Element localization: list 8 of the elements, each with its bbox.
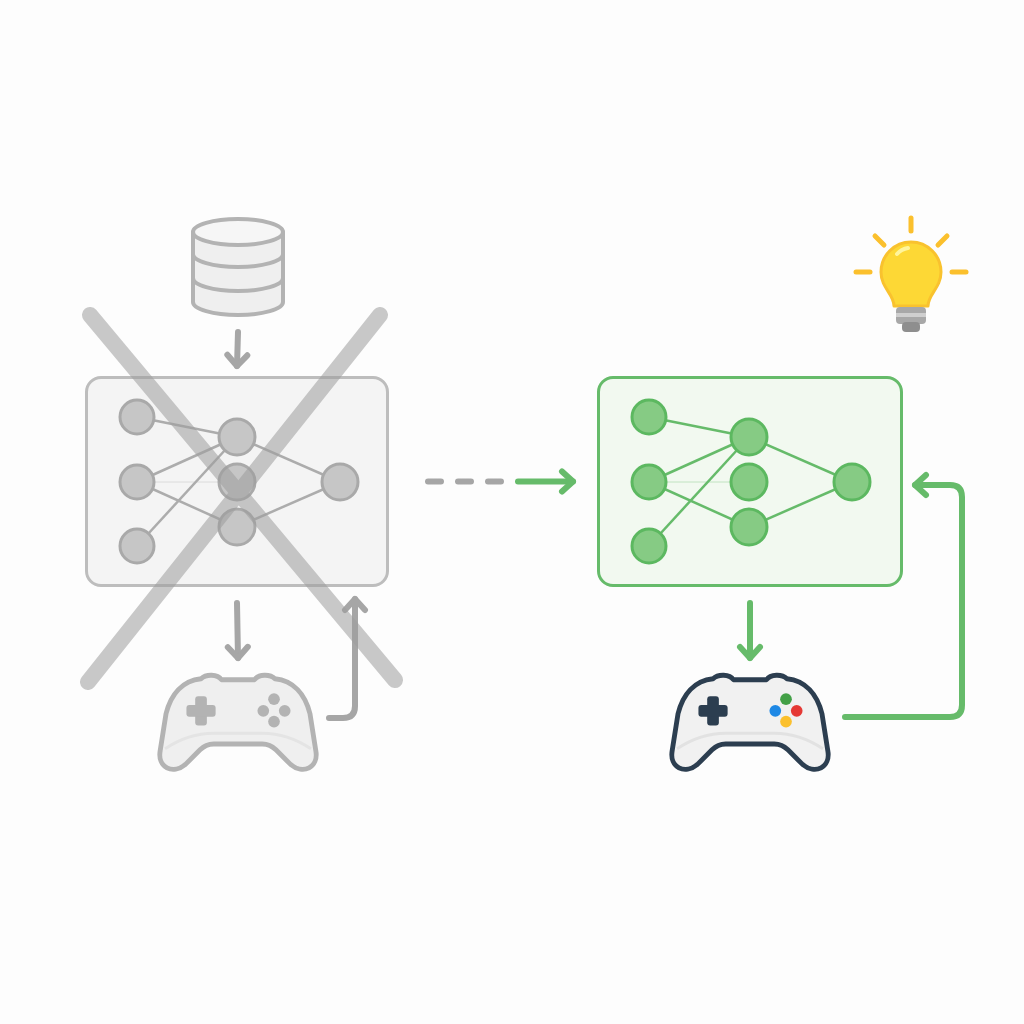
dashed-arrow [425,468,576,495]
arrow [224,329,251,369]
network-panel [597,376,903,587]
database-cylinder [190,214,286,320]
arrow [842,472,965,720]
arrow [224,600,251,661]
arrow [737,600,763,661]
network-panel [85,376,389,587]
